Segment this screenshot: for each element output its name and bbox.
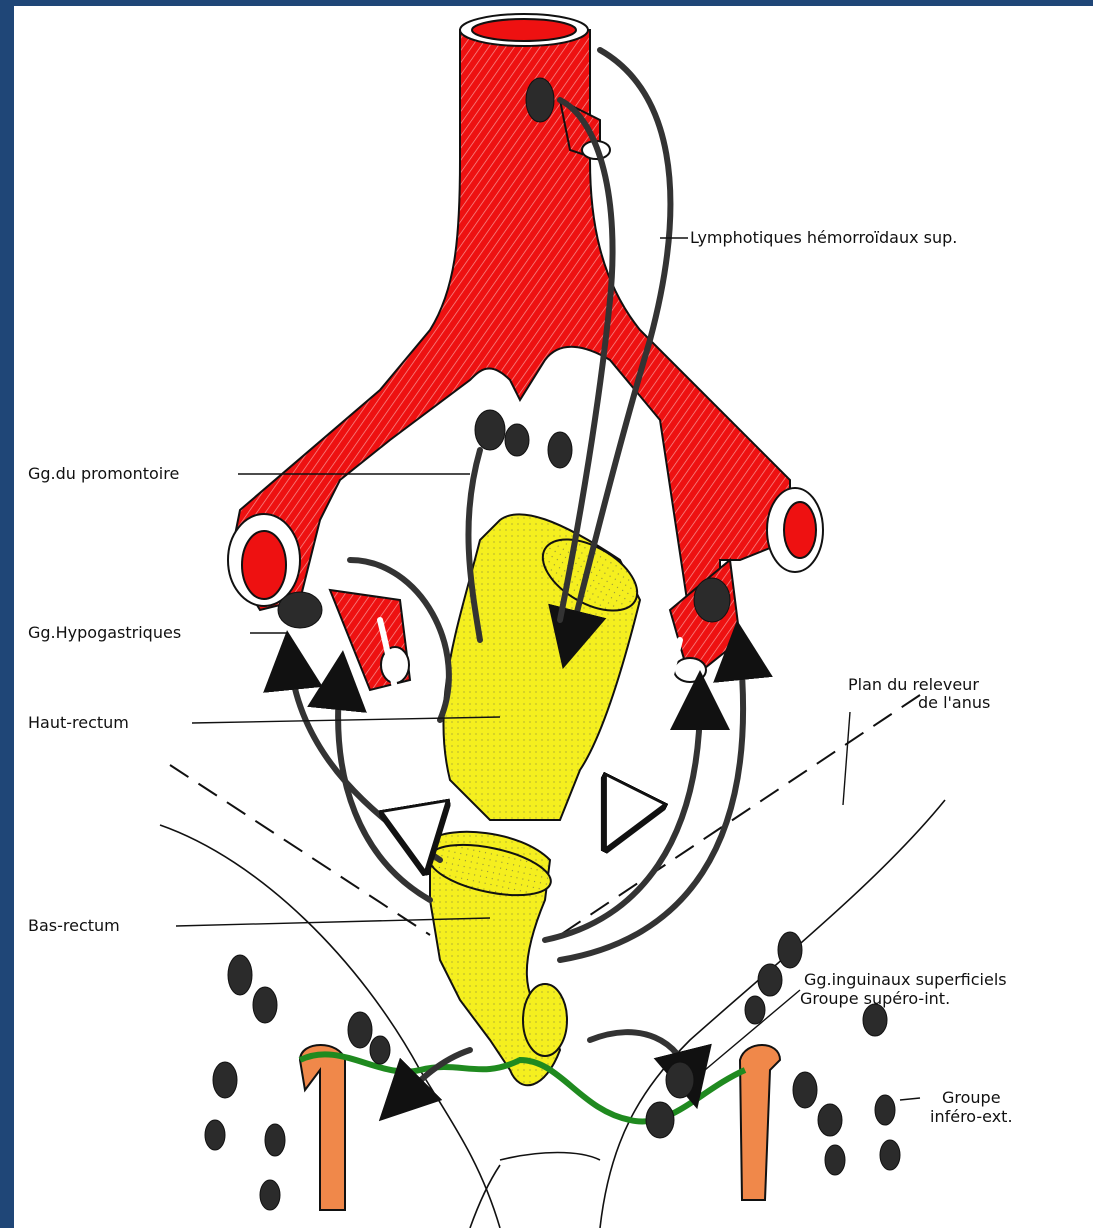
label-haut-rectum: Haut-rectum (28, 713, 129, 732)
label-gg-promontoire: Gg.du promontoire (28, 464, 179, 483)
anatomy-diagram: Lymphotiques hémorroïdaux sup. Gg.du pro… (14, 6, 1093, 1228)
label-gg-inguinaux-1: Gg.inguinaux superficiels (804, 970, 1007, 989)
label-groupe-infero-2: inféro-ext. (930, 1107, 1013, 1126)
label-plan-releveur-2: de l'anus (918, 693, 990, 712)
label-gg-hypogastriques: Gg.Hypogastriques (28, 623, 181, 642)
label-bas-rectum: Bas-rectum (28, 916, 120, 935)
label-gg-inguinaux-2: Groupe supéro-int. (800, 989, 950, 1008)
rectum (425, 514, 649, 1085)
diagram-canvas: Lymphotiques hémorroïdaux sup. Gg.du pro… (14, 6, 1093, 1228)
label-plan-releveur-1: Plan du releveur (848, 675, 979, 694)
label-lymphatiques-hemorroidaux: Lymphotiques hémorroïdaux sup. (690, 228, 957, 247)
label-groupe-infero-1: Groupe (942, 1088, 1001, 1107)
